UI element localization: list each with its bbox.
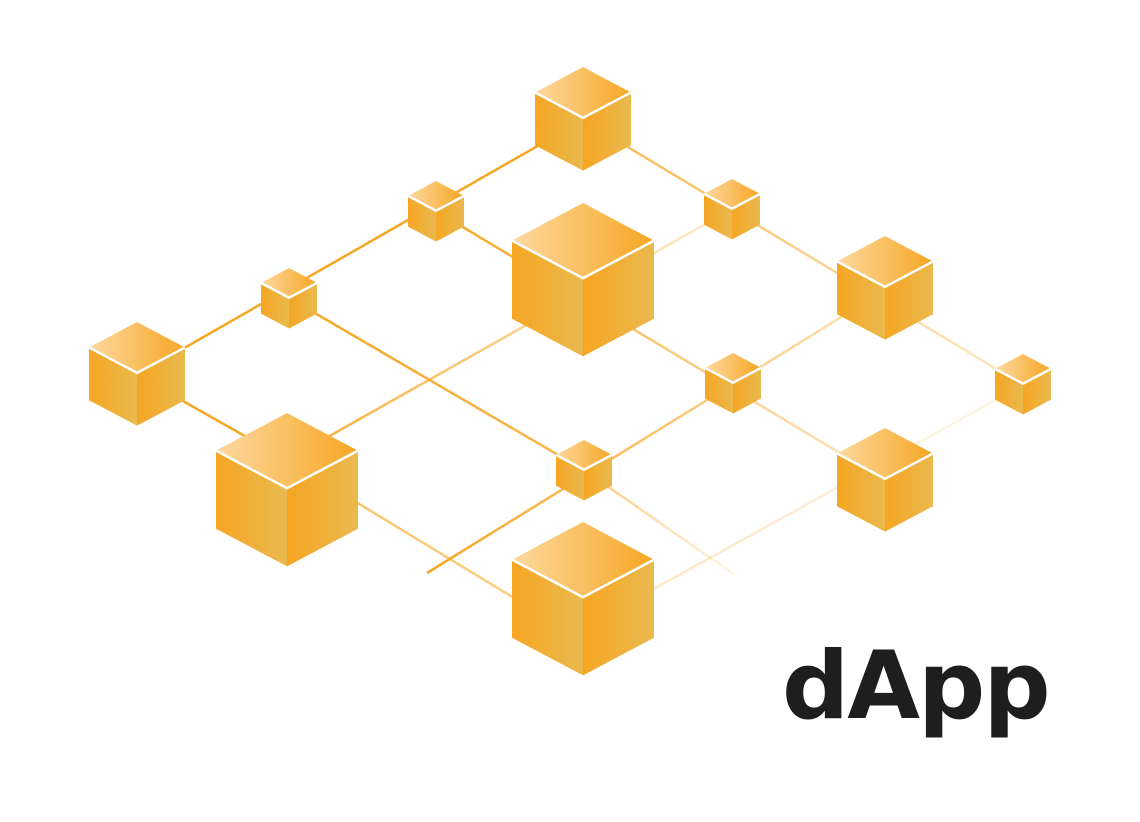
cube-node [703, 179, 761, 240]
cube-node [555, 440, 613, 501]
connection-line [435, 209, 886, 482]
connection-line [583, 468, 736, 577]
dapp-title: dApp [782, 632, 1051, 741]
cube-node [836, 428, 934, 532]
connection-line [582, 118, 1024, 387]
cube-node [534, 67, 632, 171]
connection-line [582, 383, 1024, 630]
connection-line [288, 296, 585, 472]
cube-node [511, 522, 655, 676]
connection-line [286, 207, 733, 462]
cube-node [260, 268, 318, 329]
cube-node [88, 322, 186, 426]
cube-node [407, 181, 465, 242]
cube-node [215, 413, 359, 567]
connection-line [136, 118, 584, 377]
cube-node [994, 354, 1052, 415]
connection-line [426, 288, 886, 575]
cube-node [704, 353, 762, 414]
cube-node [836, 236, 934, 340]
cube-node [511, 203, 655, 357]
